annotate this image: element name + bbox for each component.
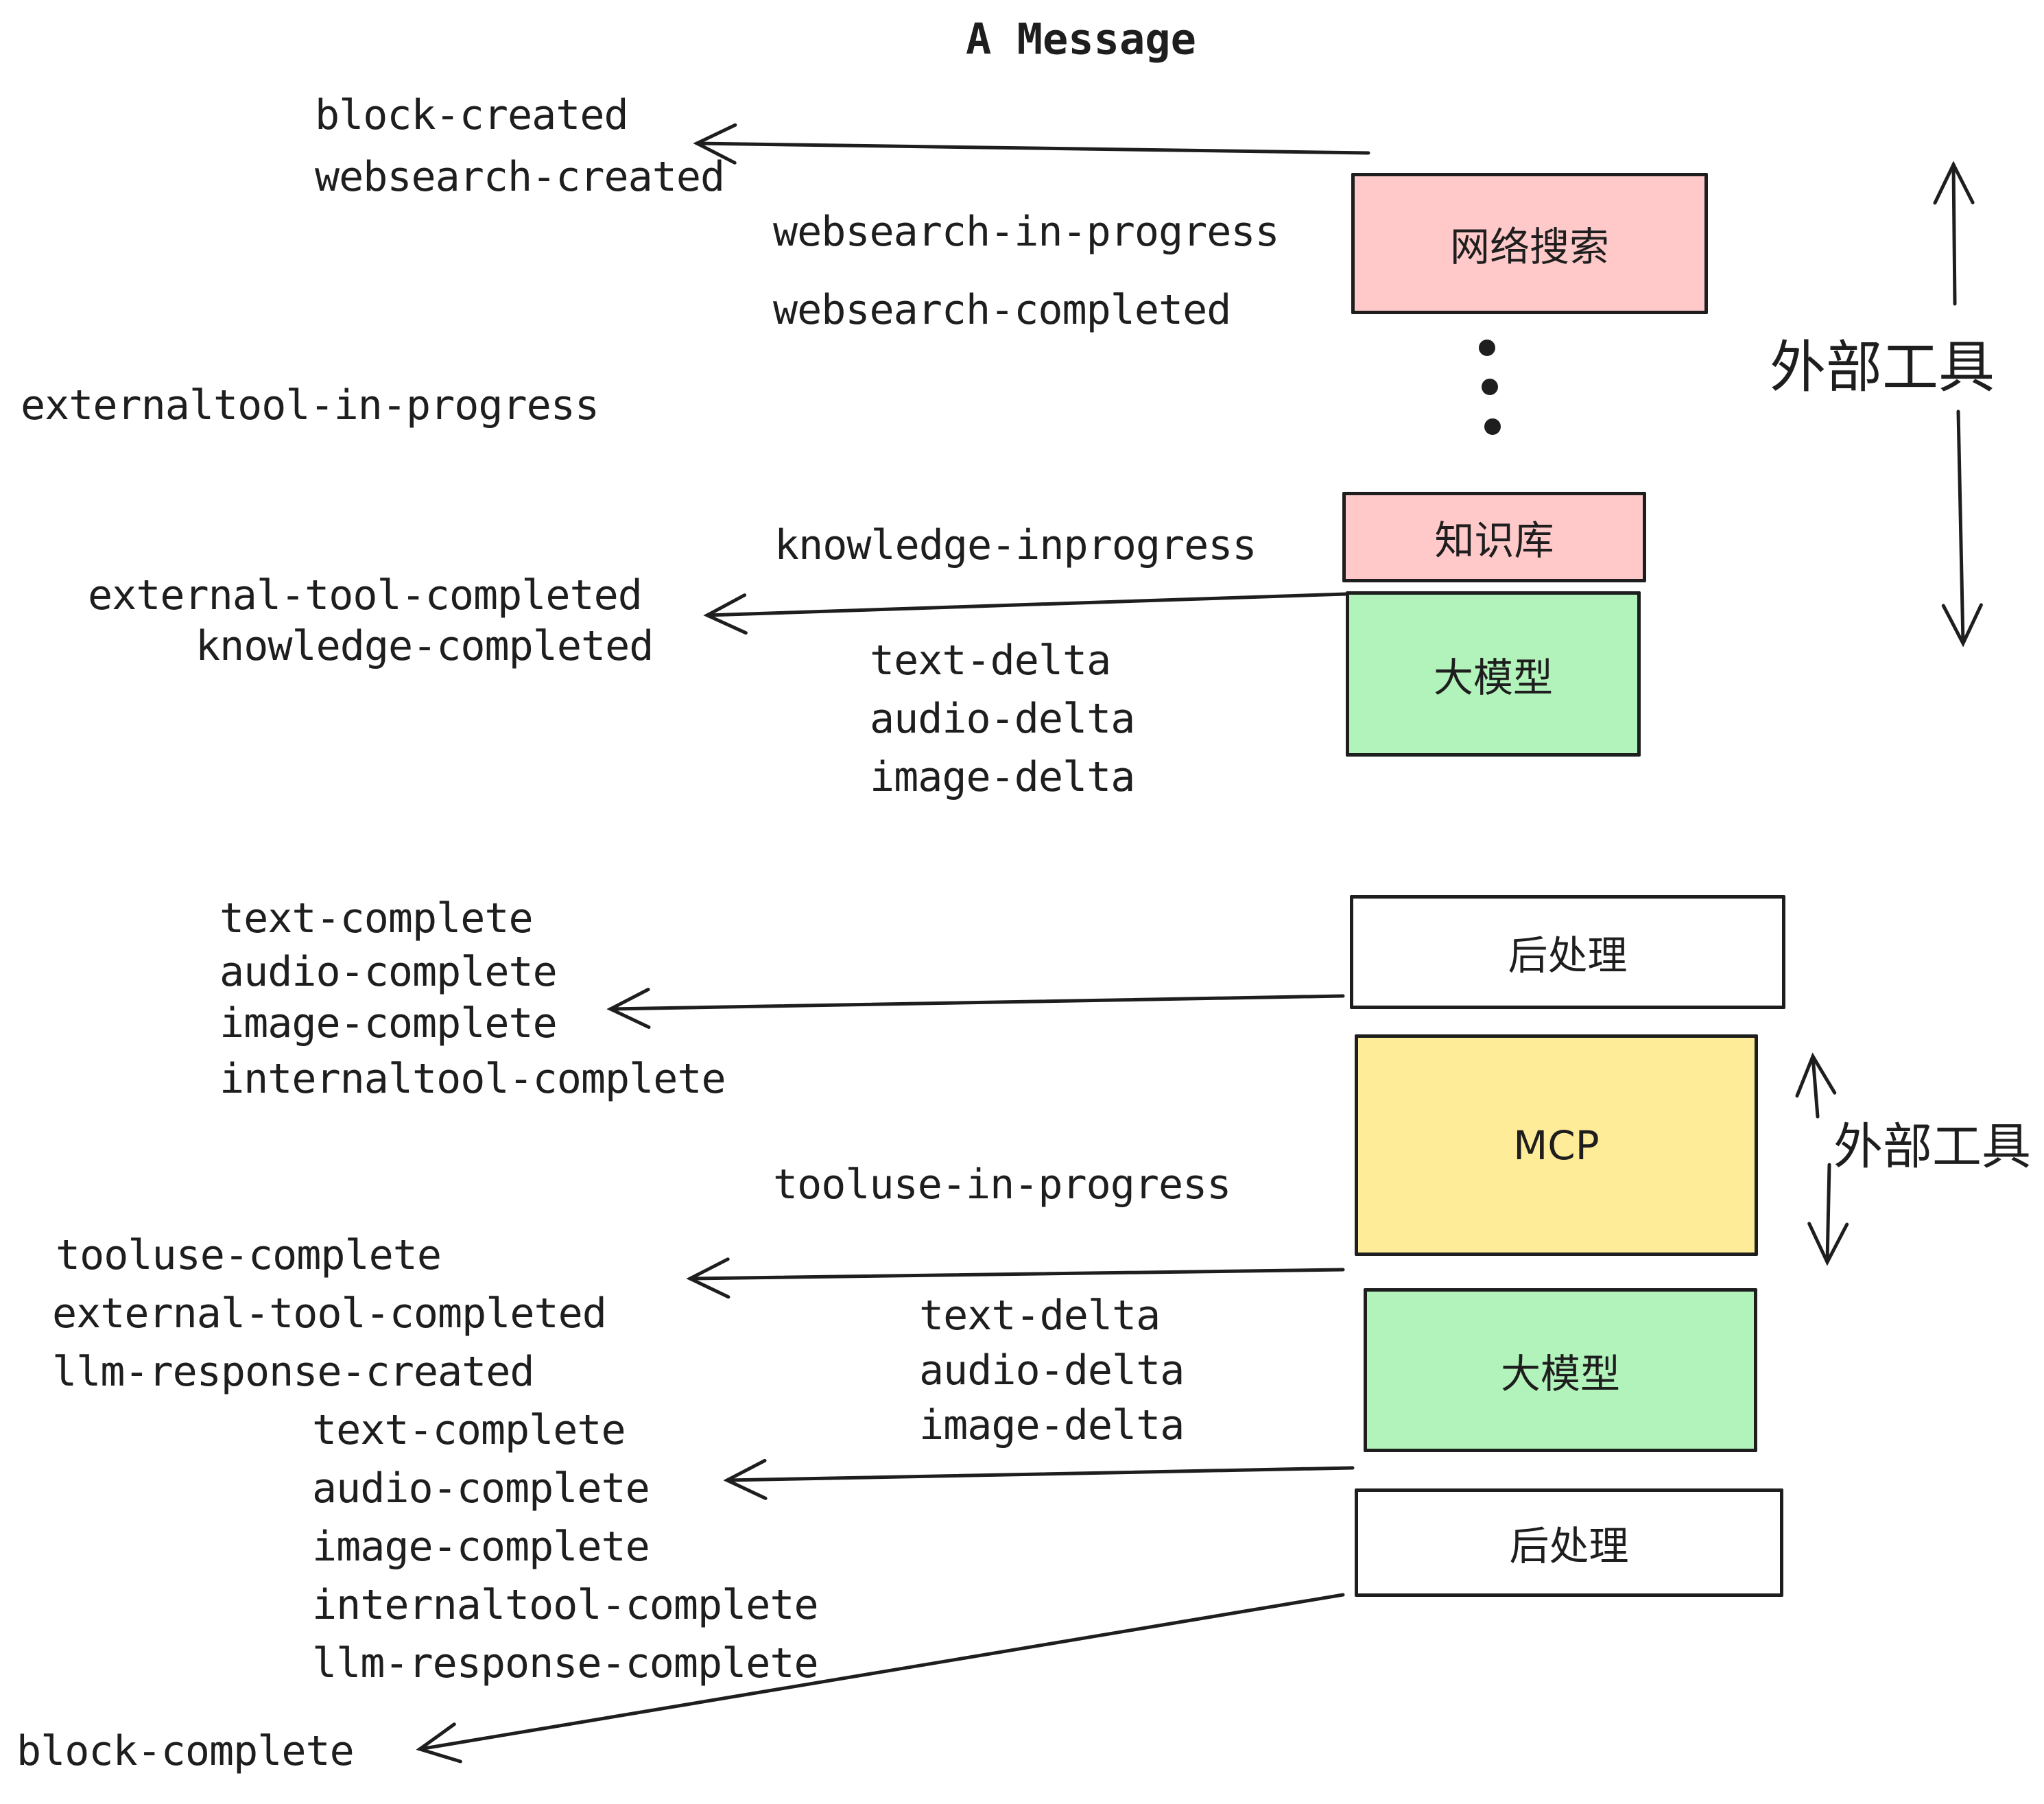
arrow-to-audio-complete-line — [725, 1466, 1355, 1482]
event-audio-delta-2: audio-delta — [919, 1346, 1185, 1394]
external-tools-arrow-down-1-line — [1956, 410, 1965, 645]
event-websearch-in-progress: websearch-in-progress — [773, 208, 1280, 256]
event-text-delta-1: text-delta — [870, 637, 1111, 685]
event-externaltool-in-progress: externaltool-in-progress — [21, 381, 599, 429]
event-websearch-completed: websearch-completed — [773, 286, 1231, 334]
event-internaltool-complete-2: internaltool-complete — [312, 1581, 819, 1629]
event-llm-response-created: llm-response-created — [52, 1348, 534, 1396]
external-tools-arrow-up-1-line — [1951, 163, 1957, 306]
external-tools-label-2: 外部工具 — [1833, 1117, 2032, 1176]
event-audio-complete-2: audio-complete — [312, 1464, 650, 1512]
diagram-title: A Message — [966, 14, 1196, 64]
ellipsis-dot-3 — [1484, 418, 1501, 435]
event-block-created: block-created — [315, 91, 629, 139]
event-llm-response-complete: llm-response-complete — [312, 1639, 819, 1687]
event-external-tool-completed-1: external-tool-completed — [88, 571, 643, 619]
websearch-box: 网络搜索 — [1351, 173, 1708, 314]
event-tooluse-in-progress: tooluse-in-progress — [773, 1161, 1231, 1209]
event-text-complete-2: text-complete — [312, 1406, 626, 1454]
llm-box-2-label: 大模型 — [1500, 1350, 1620, 1397]
event-block-complete: block-complete — [16, 1727, 355, 1775]
websearch-box-label: 网络搜索 — [1449, 224, 1609, 270]
postprocess-box-1: 后处理 — [1350, 895, 1785, 1009]
mcp-box: MCP — [1355, 1034, 1758, 1256]
knowledge-box: 知识库 — [1342, 492, 1646, 582]
event-internaltool-complete-1: internaltool-complete — [219, 1055, 726, 1103]
ellipsis-dot-2 — [1482, 379, 1498, 395]
event-image-complete-2: image-complete — [312, 1523, 650, 1571]
event-audio-delta-1: audio-delta — [870, 695, 1135, 743]
event-tooluse-complete: tooluse-complete — [56, 1231, 442, 1279]
arrow-to-block-created-head — [693, 123, 737, 165]
arrow-to-block-complete-line — [418, 1593, 1345, 1751]
event-websearch-created: websearch-created — [315, 153, 725, 201]
llm-box-2: 大模型 — [1364, 1288, 1757, 1452]
external-tools-arrow-up-1-head — [1933, 161, 1975, 205]
external-tools-arrow-down-1-head — [1941, 603, 1983, 648]
event-audio-complete-1: audio-complete — [219, 948, 558, 996]
arrow-to-block-complete-head — [416, 1722, 462, 1764]
event-image-delta-2: image-delta — [919, 1401, 1185, 1449]
external-tools-arrow-up-2-head — [1795, 1052, 1837, 1098]
arrow-to-image-complete-line — [608, 994, 1345, 1011]
event-knowledge-inprogress: knowledge-inprogress — [774, 521, 1257, 569]
event-image-complete-1: image-complete — [219, 999, 558, 1047]
postprocess-box-1-label: 后处理 — [1508, 932, 1628, 979]
event-knowledge-completed: knowledge-completed — [195, 622, 654, 670]
arrow-to-audio-complete-head — [723, 1458, 768, 1500]
arrow-to-block-created-line — [695, 141, 1370, 155]
arrow-to-tooluse-complete-line — [688, 1268, 1345, 1281]
ellipsis-dot-1 — [1479, 340, 1495, 356]
external-tools-label-1: 外部工具 — [1770, 335, 1995, 401]
postprocess-box-2: 后处理 — [1355, 1488, 1783, 1597]
arrow-to-image-complete-head — [606, 988, 651, 1029]
llm-box-1: 大模型 — [1346, 591, 1641, 757]
knowledge-box-label: 知识库 — [1434, 517, 1554, 564]
external-tools-arrow-down-2-head — [1807, 1222, 1849, 1266]
event-external-tool-completed-2: external-tool-completed — [52, 1290, 607, 1338]
postprocess-box-2-label: 后处理 — [1509, 1523, 1629, 1569]
external-tools-arrow-up-2-line — [1811, 1054, 1820, 1119]
external-tools-arrow-down-2-line — [1825, 1163, 1831, 1264]
arrow-to-knowledge-completed-head — [703, 593, 748, 635]
arrow-to-tooluse-complete-head — [686, 1257, 730, 1299]
arrow-to-knowledge-completed-line — [705, 592, 1348, 617]
llm-box-1-label: 大模型 — [1433, 654, 1553, 701]
event-image-delta-1: image-delta — [870, 753, 1135, 801]
event-text-complete-1: text-complete — [219, 894, 534, 942]
event-text-delta-2: text-delta — [919, 1292, 1161, 1340]
mcp-box-label: MCP — [1513, 1121, 1600, 1169]
